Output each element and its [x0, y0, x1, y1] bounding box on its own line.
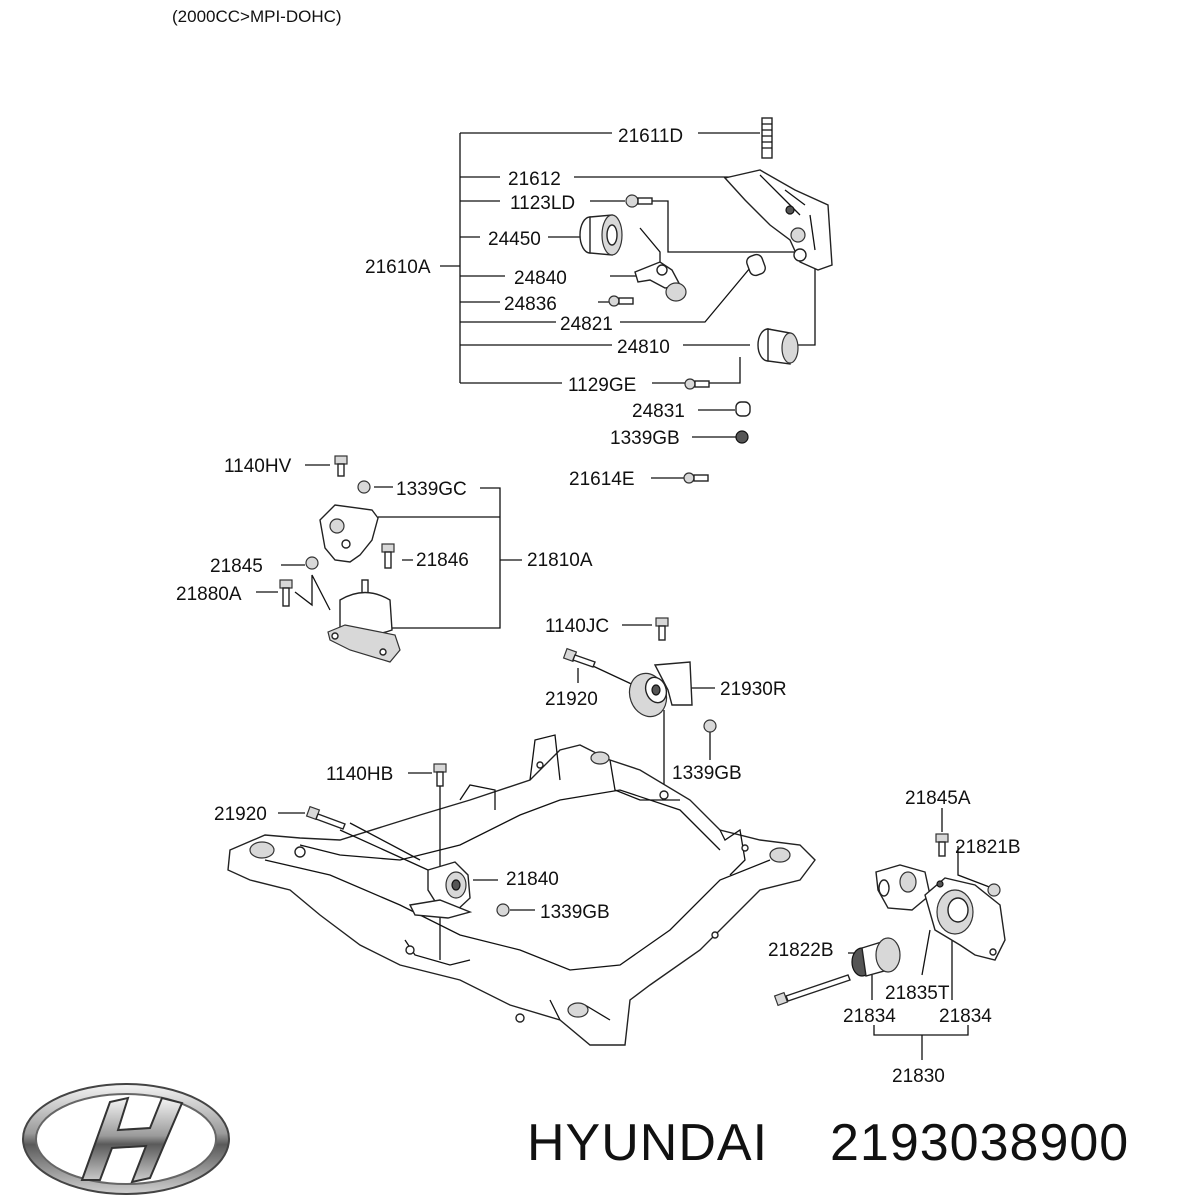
nut-1339GC [357, 480, 371, 494]
bushing-24450 [579, 214, 623, 256]
bushing-21822B [851, 937, 901, 977]
callout-21834-left: 21834 [843, 1006, 896, 1027]
bolt-24836 [608, 295, 634, 307]
bracket-21840 [408, 861, 473, 919]
sleeve-24821 [746, 253, 766, 277]
callout-1129GE: 1129GE [568, 375, 636, 396]
sleeve-24831 [735, 401, 751, 417]
bolt-21880A [279, 579, 293, 607]
callout-1140JC: 1140JC [545, 616, 609, 637]
callout-21840: 21840 [506, 869, 559, 890]
upper-mount-group: 21611D 21612 1123LD 24450 21610A 24840 2… [365, 117, 833, 490]
bolt-21846 [381, 543, 395, 569]
callout-21611D: 21611D [618, 126, 683, 147]
callout-1123LD: 1123LD [510, 193, 575, 214]
callout-21920-lower: 21920 [214, 804, 267, 825]
front-mount-21840-group: 1140HB 21920 21840 1339GB [214, 763, 610, 960]
insulator-21810A [327, 579, 401, 663]
callout-21614E: 21614E [569, 469, 635, 490]
callout-24450: 24450 [488, 229, 541, 250]
callout-21930R: 21930R [720, 679, 787, 700]
callout-21822B: 21822B [768, 940, 834, 961]
bushing-24810 [757, 328, 799, 365]
callout-24821: 24821 [560, 314, 613, 335]
nut-1339GB-mid [703, 719, 717, 733]
bolt-1140JC [655, 617, 669, 641]
callout-21830: 21830 [892, 1066, 945, 1087]
bolt-1140HB [433, 763, 447, 787]
bracket-21835T [875, 864, 931, 911]
bracket-21834 [924, 877, 1006, 961]
rear-mount-21930R-group: 1140JC 21920 21930R 1339GB [545, 616, 787, 790]
callout-21845: 21845 [210, 556, 263, 577]
bolt-21614E [683, 472, 709, 484]
callout-21846: 21846 [416, 550, 469, 571]
callout-21920-upper: 21920 [545, 689, 598, 710]
callout-21835T: 21835T [885, 983, 950, 1004]
nut-21845 [305, 556, 319, 570]
callout-21845A: 21845A [905, 788, 971, 809]
callout-21880A: 21880A [176, 584, 242, 605]
callout-24810: 24810 [617, 337, 670, 358]
stud-21611D [761, 117, 773, 159]
left-mount-group: 1140HV 1339GC 21845 21846 21810A 21880A [176, 455, 593, 663]
bracket-21930R [628, 661, 693, 718]
bolt-21822B [773, 974, 851, 1007]
nut-1339GB-upper [735, 430, 749, 444]
bolt-1129GE [684, 378, 710, 390]
bracket-21612 [723, 169, 833, 271]
callout-1339GB-lower: 1339GB [540, 902, 610, 923]
callout-24840: 24840 [514, 268, 567, 289]
nut-1339GB-lower [496, 903, 510, 917]
callout-21610A: 21610A [365, 257, 431, 278]
engine-spec-header: (2000CC>MPI-DOHC) [172, 7, 342, 26]
callout-1339GB-upper: 1339GB [610, 428, 680, 449]
callout-1339GB-mid: 1339GB [672, 763, 742, 784]
callout-21834-right: 21834 [939, 1006, 992, 1027]
bolt-21920-upper [562, 647, 596, 668]
callout-1140HV: 1140HV [224, 456, 292, 477]
callout-1140HB: 1140HB [326, 764, 393, 785]
callout-21821B: 21821B [955, 837, 1021, 858]
brand-name: HYUNDAI [527, 1114, 768, 1172]
nut-21821B [987, 883, 1001, 897]
callout-21612: 21612 [508, 169, 561, 190]
hyundai-logo [22, 1083, 230, 1195]
bolt-21845A [935, 833, 949, 857]
callout-24836: 24836 [504, 294, 557, 315]
callout-21810A: 21810A [527, 550, 593, 571]
bolt-1140HV [334, 455, 348, 477]
bolt-1123LD [625, 194, 653, 208]
part-number: 2193038900 [830, 1114, 1129, 1172]
side-mount-21830-group: 21845A 21821B 21822B 21835T 21834 21834 … [768, 788, 1021, 1087]
subframe-crossmember [227, 734, 816, 1046]
bolt-21920-lower [305, 805, 346, 830]
bracket-21810A-upper [319, 504, 379, 563]
callout-24831: 24831 [632, 401, 685, 422]
lever-24840 [634, 261, 687, 302]
callout-1339GC: 1339GC [396, 479, 467, 500]
